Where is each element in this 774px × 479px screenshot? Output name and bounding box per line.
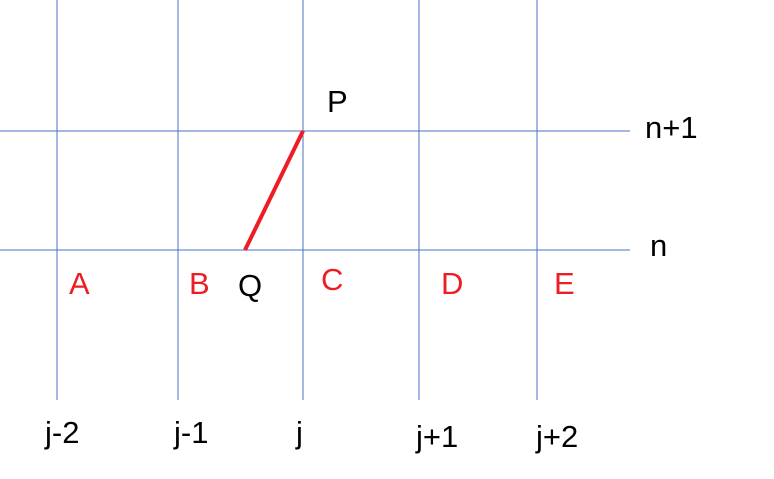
space-index-label-j+1: j+1 bbox=[415, 419, 458, 454]
point-label-p: P bbox=[327, 84, 348, 119]
space-index-label-j-1: j-1 bbox=[173, 415, 208, 450]
space-index-label-j+2: j+2 bbox=[535, 419, 578, 454]
node-label-a: A bbox=[69, 266, 90, 301]
characteristic-segment-pq bbox=[243, 130, 305, 251]
node-label-d: D bbox=[441, 266, 463, 301]
node-label-e: E bbox=[554, 266, 575, 301]
node-label-c: C bbox=[321, 262, 343, 297]
point-label-q: Q bbox=[238, 268, 262, 303]
space-index-label-j: j bbox=[295, 415, 303, 450]
time-level-label-n+1: n+1 bbox=[645, 110, 698, 145]
space-index-label-j-2: j-2 bbox=[44, 415, 79, 450]
node-label-b: B bbox=[189, 266, 210, 301]
time-level-label-n: n bbox=[650, 228, 667, 263]
